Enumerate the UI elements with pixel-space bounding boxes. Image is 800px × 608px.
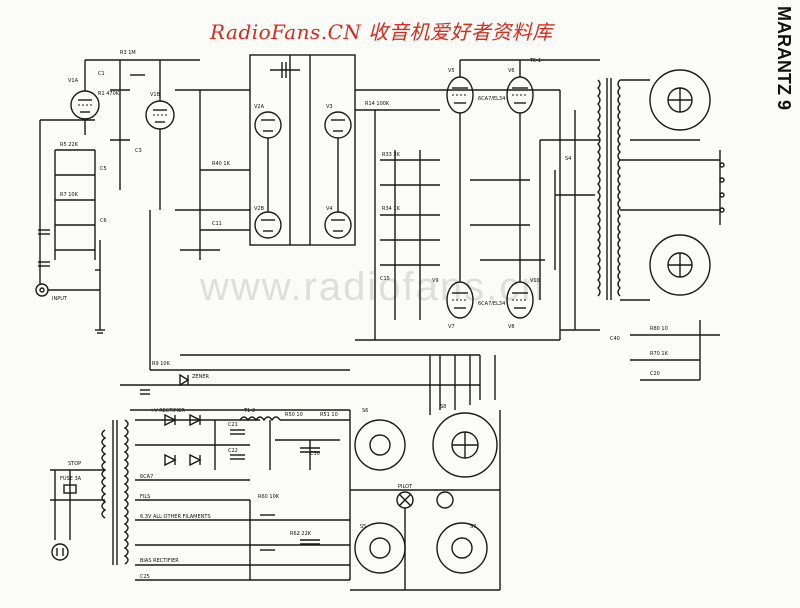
label: R80 10 [650, 326, 668, 332]
switch-section [350, 355, 501, 591]
label: 6.3V ALL OTHER FILAMENTS [140, 514, 211, 520]
label: V1A [68, 78, 79, 84]
label: V4 [326, 206, 333, 212]
label: V3 [326, 104, 333, 110]
input-section [35, 119, 105, 334]
side-title: MARANTZ 9 [774, 6, 794, 110]
label: V7 [448, 324, 455, 330]
label: S4 [565, 156, 571, 162]
label: V9 [432, 278, 439, 284]
label: R51 10 [320, 412, 338, 418]
label: V2A [254, 104, 265, 110]
label: C11 [212, 221, 222, 227]
driver-section [180, 54, 356, 260]
label: C5 [100, 166, 107, 172]
label: S5 [360, 524, 366, 530]
input-jack-icon [35, 283, 49, 297]
label: C1 [98, 71, 105, 77]
impedance-switch-top-icon [649, 69, 711, 131]
label: R5 22K [60, 142, 79, 148]
label: R62 22K [290, 531, 312, 537]
rotary-switch-s6-icon [354, 419, 406, 471]
label: C15 [380, 276, 390, 282]
label: R14 100K [365, 101, 390, 107]
label: 6CA7/EL34 [478, 301, 505, 307]
header-title: RadioFans.CN 收音机爱好者资料库 [210, 20, 553, 44]
tube-v1a-icon [70, 90, 100, 120]
label: INPUT [52, 296, 68, 302]
label: C22 [228, 448, 238, 454]
label: R7 10K [60, 192, 79, 198]
tube-v1b-icon [145, 100, 175, 130]
output-transformer [597, 69, 725, 381]
label: TC-1 [529, 58, 541, 64]
label: V5 [448, 68, 455, 74]
label: T1-2 [243, 408, 255, 414]
tube-v2b-icon [254, 211, 282, 239]
tube-v2a-icon [254, 111, 282, 139]
label: ZENER [192, 374, 209, 380]
label: C30 [310, 451, 320, 457]
label: C6 [100, 218, 107, 224]
label: S6 [362, 408, 368, 414]
label: STOP [68, 461, 81, 467]
rotary-switch-s7-icon [436, 522, 488, 574]
label: V6 [508, 68, 515, 74]
label: R70 1K [650, 351, 669, 357]
label: S7 [470, 524, 476, 530]
label: C21 [228, 422, 238, 428]
label: C25 [140, 574, 150, 580]
label: S8 [440, 404, 446, 410]
impedance-switch-bottom-icon [649, 234, 711, 296]
label: R60 10K [258, 494, 280, 500]
label: R34 1K [382, 206, 401, 212]
label: R3 1M [120, 50, 136, 56]
label: BIAS RECTIFIER [140, 558, 179, 564]
component-labels: V1A R1 470K C1 V1B R3 1M C3 V2A V2B V3 V… [52, 50, 669, 580]
label: V1B [150, 92, 161, 98]
label: C3 [135, 148, 142, 154]
watermark: www.radiofans.cn [200, 265, 546, 309]
label: R9 10K [152, 361, 171, 367]
label: V8 [508, 324, 515, 330]
label: R50 10 [285, 412, 303, 418]
label: FILS [140, 494, 150, 500]
rotary-switch-s8-icon [432, 412, 498, 478]
label: R33 3K [382, 152, 401, 158]
label: +V RECTIFIER [150, 408, 185, 414]
tube-v4-icon [324, 211, 352, 239]
label: C40 [610, 336, 620, 342]
label: R1 470K [98, 91, 120, 97]
label: V2B [254, 206, 265, 212]
label: 6CA7/EL34 [478, 96, 505, 102]
input-tubes [70, 59, 250, 370]
label: FUSE 3A [60, 476, 82, 482]
output-stage [355, 59, 600, 341]
label: 6CA7 [140, 474, 153, 480]
label: C20 [650, 371, 660, 377]
power-supply [50, 354, 480, 581]
label: PILOT [398, 484, 413, 490]
mains-plug-icon [51, 543, 69, 561]
rotary-switch-s5-icon [354, 522, 406, 574]
fuse-icon [63, 484, 77, 494]
meter-icon [436, 491, 454, 509]
label: R40 1K [212, 161, 231, 167]
tube-v3-icon [324, 111, 352, 139]
label: V10 [530, 278, 540, 284]
